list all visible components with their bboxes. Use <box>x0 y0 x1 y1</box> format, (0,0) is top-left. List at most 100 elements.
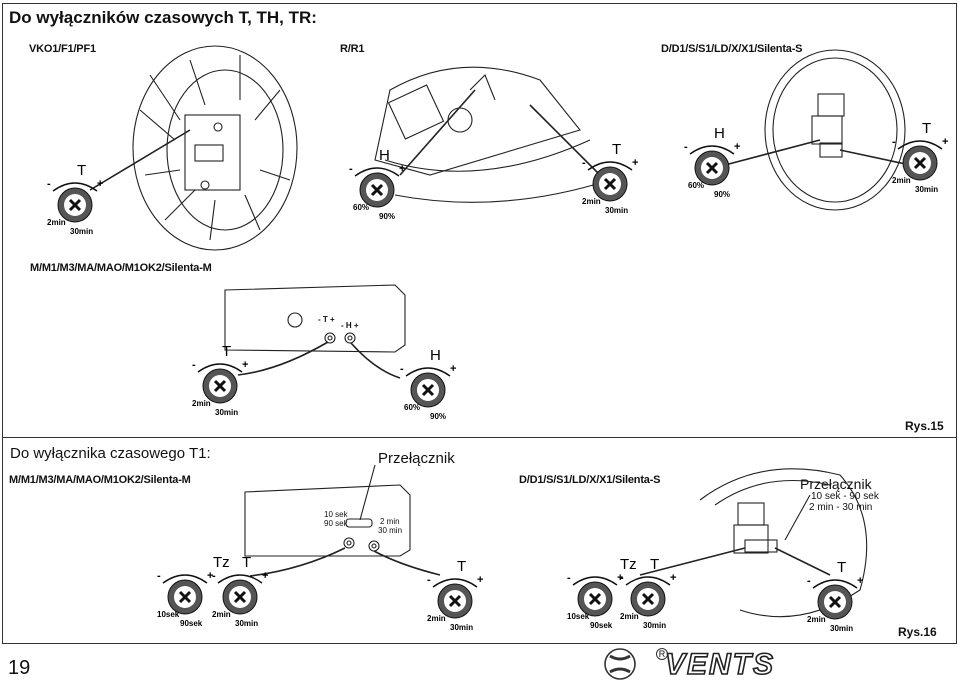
knob-d-h <box>689 145 735 186</box>
knob-arc-d1-t <box>625 576 671 586</box>
knob-title-r-t: T <box>612 141 621 158</box>
knob-cross-d1-t <box>641 592 655 606</box>
knob-plus-m1-t2: + <box>477 574 483 586</box>
knob-arc-vko-t <box>52 182 98 192</box>
knob-min-d-h: 60% <box>688 181 704 190</box>
switch-label-left: Przełącznik <box>378 450 455 467</box>
figure-label-16: Rys.16 <box>898 625 937 639</box>
switch-sek-2: 90 sek <box>324 519 348 528</box>
knob-cross-d1-t2 <box>828 595 842 609</box>
knob-plus-r-t: + <box>632 157 638 169</box>
knob-r-h <box>354 167 400 208</box>
r-fan-drawing <box>374 66 611 203</box>
d-fan-drawing <box>724 49 911 211</box>
d-fan-bottom-drawing <box>639 468 868 618</box>
m-device-bottom-drawing <box>244 464 441 577</box>
top-title: Do wyłączników czasowych T, TH, TR: <box>9 8 317 27</box>
knob-plus-d1-tz: + <box>617 572 623 584</box>
knob-title-d1-t: T <box>650 556 659 573</box>
knob-min-d-t: 2min <box>892 176 911 185</box>
knob-arc-d-h <box>689 145 735 155</box>
knob-cross-m1-t2 <box>448 594 462 608</box>
knob-m1-tz <box>162 574 208 615</box>
knob-min-d1-t2: 2min <box>807 615 826 624</box>
knob-max-r-t: 30min <box>605 206 628 215</box>
knob-m1-t <box>217 574 263 615</box>
knob-title-d1-t2: T <box>837 559 846 576</box>
knob-plus-d1-t2: + <box>857 575 863 587</box>
model-r: R/R1 <box>340 43 365 55</box>
switch-sek-1: 10 sek <box>324 510 348 519</box>
switch-range-sek: 10 sek - 90 sek <box>811 491 879 502</box>
knob-min-d1-tz: 10sek <box>567 612 590 621</box>
knob-minus-d1-tz: - <box>567 572 571 584</box>
knob-minus-d1-t2: - <box>807 575 811 587</box>
tz-title-right: Tz <box>620 556 637 573</box>
figure-label-15: Rys.15 <box>905 419 944 433</box>
knob-max-m-h: 90% <box>430 412 446 421</box>
switch-label-right: Przełącznik <box>800 476 872 492</box>
knob-minus-r-t: - <box>582 157 586 169</box>
knob-cross-m-t <box>213 379 227 393</box>
knob-minus-m1-tz: - <box>157 570 161 582</box>
knob-cross-r-t <box>603 177 617 191</box>
knob-max-m-t: 30min <box>215 408 238 417</box>
knob-min-d1-t: 2min <box>620 612 639 621</box>
knob-title-r-h: H <box>379 147 390 164</box>
knob-max-d1-t: 30min <box>643 621 666 630</box>
knob-min-m1-tz: 10sek <box>157 610 180 619</box>
knob-cross-m1-tz <box>178 590 192 604</box>
model-vko: VKO1/F1/PF1 <box>29 43 96 55</box>
knob-minus-vko-t: - <box>47 178 51 190</box>
knob-plus-m-t: + <box>242 359 248 371</box>
knob-cross-m-h <box>421 383 435 397</box>
knob-arc-m-t <box>197 363 243 373</box>
knob-min-m-t: 2min <box>192 399 211 408</box>
knob-vko-t <box>52 182 98 223</box>
page-number: 19 <box>8 657 31 679</box>
knob-minus-m1-t: - <box>212 570 216 582</box>
knob-r-t <box>587 161 633 202</box>
knob-title-d-h: H <box>714 125 725 142</box>
knob-plus-d-t: + <box>942 136 948 148</box>
knob-minus-r-h: - <box>349 163 353 175</box>
knob-cross-m1-t <box>233 590 247 604</box>
knob-plus-d1-t: + <box>670 572 676 584</box>
brand-registered-mark: R <box>656 648 668 660</box>
knob-minus-d-h: - <box>684 141 688 153</box>
knob-max-d-h: 90% <box>714 190 730 199</box>
knob-min-vko-t: 2min <box>47 218 66 227</box>
knob-d-t <box>897 140 943 181</box>
switch-min-2: 30 min <box>378 526 403 535</box>
knob-cross-d-t <box>913 156 927 170</box>
knob-d1-tz <box>572 576 618 617</box>
knob-arc-m-h <box>405 367 451 377</box>
model-d: D/D1/S/S1/LD/X/X1/Silenta-S <box>661 43 803 55</box>
knob-max-d1-t2: 30min <box>830 624 853 633</box>
knob-cross-d1-tz <box>588 592 602 606</box>
knob-title-m1-t2: T <box>457 558 466 575</box>
device-label-h: - H + <box>341 321 359 330</box>
knob-arc-d1-tz <box>572 576 618 586</box>
knob-title-m-t: T <box>222 343 231 360</box>
knob-minus-d1-t: - <box>620 572 624 584</box>
knob-m-h <box>405 367 451 408</box>
knob-plus-r-h: + <box>399 163 405 175</box>
knob-plus-d-h: + <box>734 141 740 153</box>
knob-max-m1-t: 30min <box>235 619 258 628</box>
knob-min-r-t: 2min <box>582 197 601 206</box>
knob-arc-m1-t2 <box>432 578 478 588</box>
knob-minus-m-h: - <box>400 363 404 375</box>
knob-title-vko-t: T <box>77 162 86 179</box>
model-m-t1: M/M1/M3/MA/MAO/M1OK2/Silenta-M <box>9 474 191 486</box>
knob-arc-d1-t2 <box>812 579 858 589</box>
knob-cross-r-h <box>370 183 384 197</box>
knob-plus-vko-t: + <box>97 178 103 190</box>
knob-title-d-t: T <box>922 120 931 137</box>
device-label-t: - T + <box>318 315 335 324</box>
knob-min-m1-t2: 2min <box>427 614 446 623</box>
knob-minus-d-t: - <box>892 136 896 148</box>
knob-arc-r-t <box>587 161 633 171</box>
brand-fan-logo <box>604 648 636 680</box>
